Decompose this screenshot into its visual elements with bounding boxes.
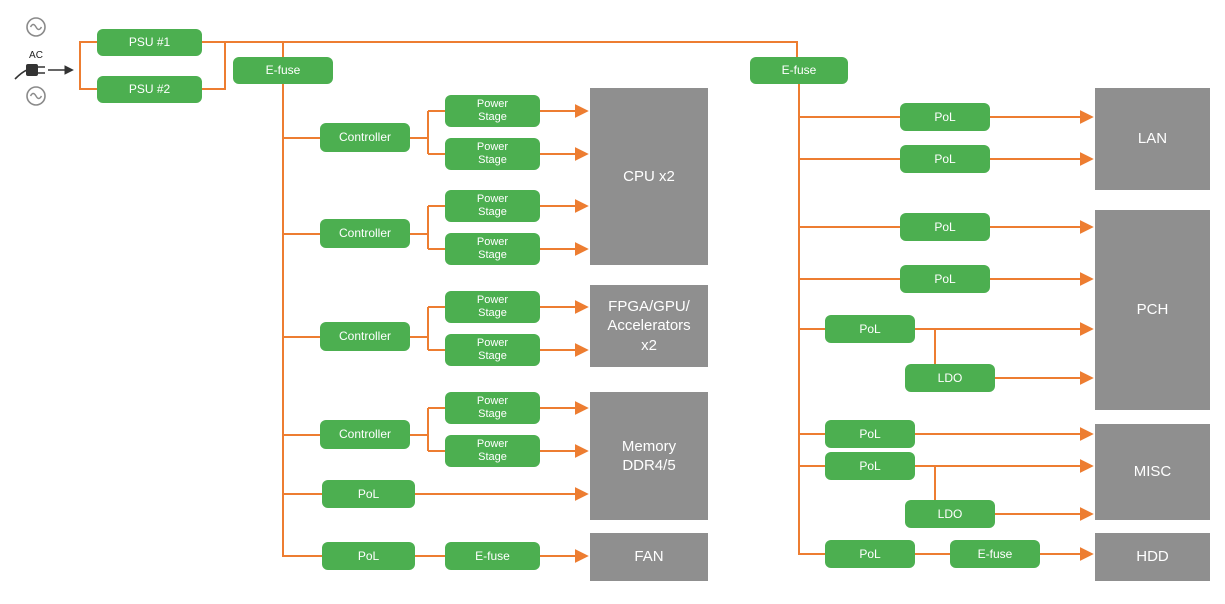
node-power-stage-2a: Power Stage	[445, 190, 540, 222]
node-power-stage-3a: Power Stage	[445, 291, 540, 323]
ac-source-icon-bottom	[26, 86, 46, 106]
node-pol-memory: PoL	[322, 480, 415, 508]
node-fan: FAN	[590, 533, 708, 581]
node-power-stage-2b: Power Stage	[445, 233, 540, 265]
node-lan: LAN	[1095, 88, 1210, 190]
node-memory: Memory DDR4/5	[590, 392, 708, 520]
node-pol-pch-1: PoL	[900, 213, 990, 241]
node-efuse-fan: E-fuse	[445, 542, 540, 570]
ac-label: AC	[29, 50, 43, 61]
node-controller-2: Controller	[320, 219, 410, 248]
node-controller-1: Controller	[320, 123, 410, 152]
node-efuse-right: E-fuse	[750, 57, 848, 84]
node-hdd: HDD	[1095, 533, 1210, 581]
node-pol-lan-1: PoL	[900, 103, 990, 131]
node-cpu: CPU x2	[590, 88, 708, 265]
plug-icon	[14, 64, 74, 80]
node-ldo-misc: LDO	[905, 500, 995, 528]
node-psu-2: PSU #2	[97, 76, 202, 103]
node-power-stage-1a: Power Stage	[445, 95, 540, 127]
node-pch: PCH	[1095, 210, 1210, 410]
node-pol-pch-2: PoL	[900, 265, 990, 293]
node-power-stage-4b: Power Stage	[445, 435, 540, 467]
node-misc: MISC	[1095, 424, 1210, 520]
node-psu-1: PSU #1	[97, 29, 202, 56]
node-controller-4: Controller	[320, 420, 410, 449]
node-ldo-pch: LDO	[905, 364, 995, 392]
node-efuse-hdd: E-fuse	[950, 540, 1040, 568]
node-pol-lan-2: PoL	[900, 145, 990, 173]
node-pol-misc-1: PoL	[825, 420, 915, 448]
node-pol-pch-3: PoL	[825, 315, 915, 343]
node-power-stage-1b: Power Stage	[445, 138, 540, 170]
node-fpga-gpu-accelerators: FPGA/GPU/ Accelerators x2	[590, 285, 708, 367]
node-efuse-left: E-fuse	[233, 57, 333, 84]
wire-bus	[79, 41, 950, 557]
node-pol-hdd: PoL	[825, 540, 915, 568]
node-power-stage-4a: Power Stage	[445, 392, 540, 424]
node-pol-misc-2: PoL	[825, 452, 915, 480]
ac-source-icon-top	[26, 17, 46, 37]
node-pol-fan: PoL	[322, 542, 415, 570]
node-controller-3: Controller	[320, 322, 410, 351]
node-power-stage-3b: Power Stage	[445, 334, 540, 366]
